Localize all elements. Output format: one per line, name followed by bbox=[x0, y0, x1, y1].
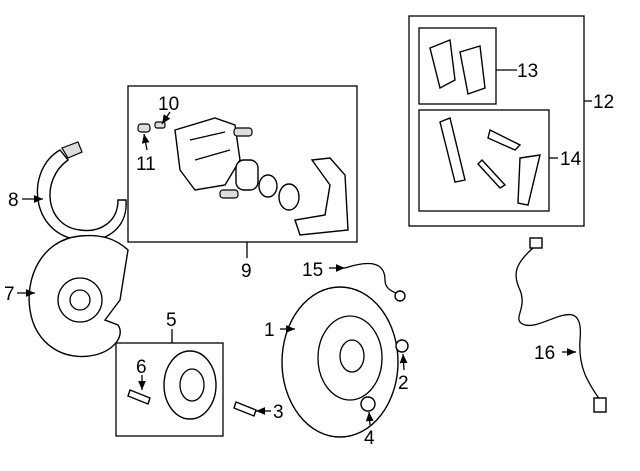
callout-2: 2 bbox=[398, 373, 409, 394]
nut bbox=[395, 339, 409, 353]
callout-10: 10 bbox=[158, 94, 179, 115]
pad-kit-group-box bbox=[408, 15, 585, 227]
callout-16: 16 bbox=[534, 343, 555, 364]
callout-6: 6 bbox=[136, 357, 147, 378]
hub-group-box bbox=[115, 342, 224, 437]
callout-14: 14 bbox=[560, 149, 582, 170]
callout-leaders bbox=[17, 69, 592, 426]
caliper-group-box bbox=[127, 85, 358, 243]
callout-15: 15 bbox=[302, 260, 323, 281]
callout-7: 7 bbox=[4, 284, 15, 305]
callout-1: 1 bbox=[264, 320, 275, 341]
callout-9: 9 bbox=[241, 261, 252, 282]
brake-pad bbox=[429, 39, 456, 90]
brake-rotor bbox=[281, 286, 399, 438]
callout-8: 8 bbox=[8, 190, 19, 211]
caliper bbox=[174, 117, 241, 191]
callout-12: 12 bbox=[593, 92, 614, 113]
nut bbox=[360, 396, 376, 412]
callout-11: 11 bbox=[136, 154, 156, 175]
callout-13: 13 bbox=[517, 61, 538, 82]
caliper-bracket bbox=[294, 157, 349, 236]
wheel-hub bbox=[163, 350, 217, 420]
callout-5: 5 bbox=[166, 310, 177, 331]
callout-3: 3 bbox=[273, 402, 284, 423]
parking-brake-shoe bbox=[36, 149, 127, 241]
hardware-kit-box bbox=[418, 109, 550, 212]
brake-pad bbox=[459, 45, 486, 95]
backing-plate bbox=[28, 234, 129, 358]
callout-4: 4 bbox=[364, 428, 375, 449]
abs-sensor-wire bbox=[515, 244, 601, 401]
pads-box bbox=[418, 27, 497, 105]
